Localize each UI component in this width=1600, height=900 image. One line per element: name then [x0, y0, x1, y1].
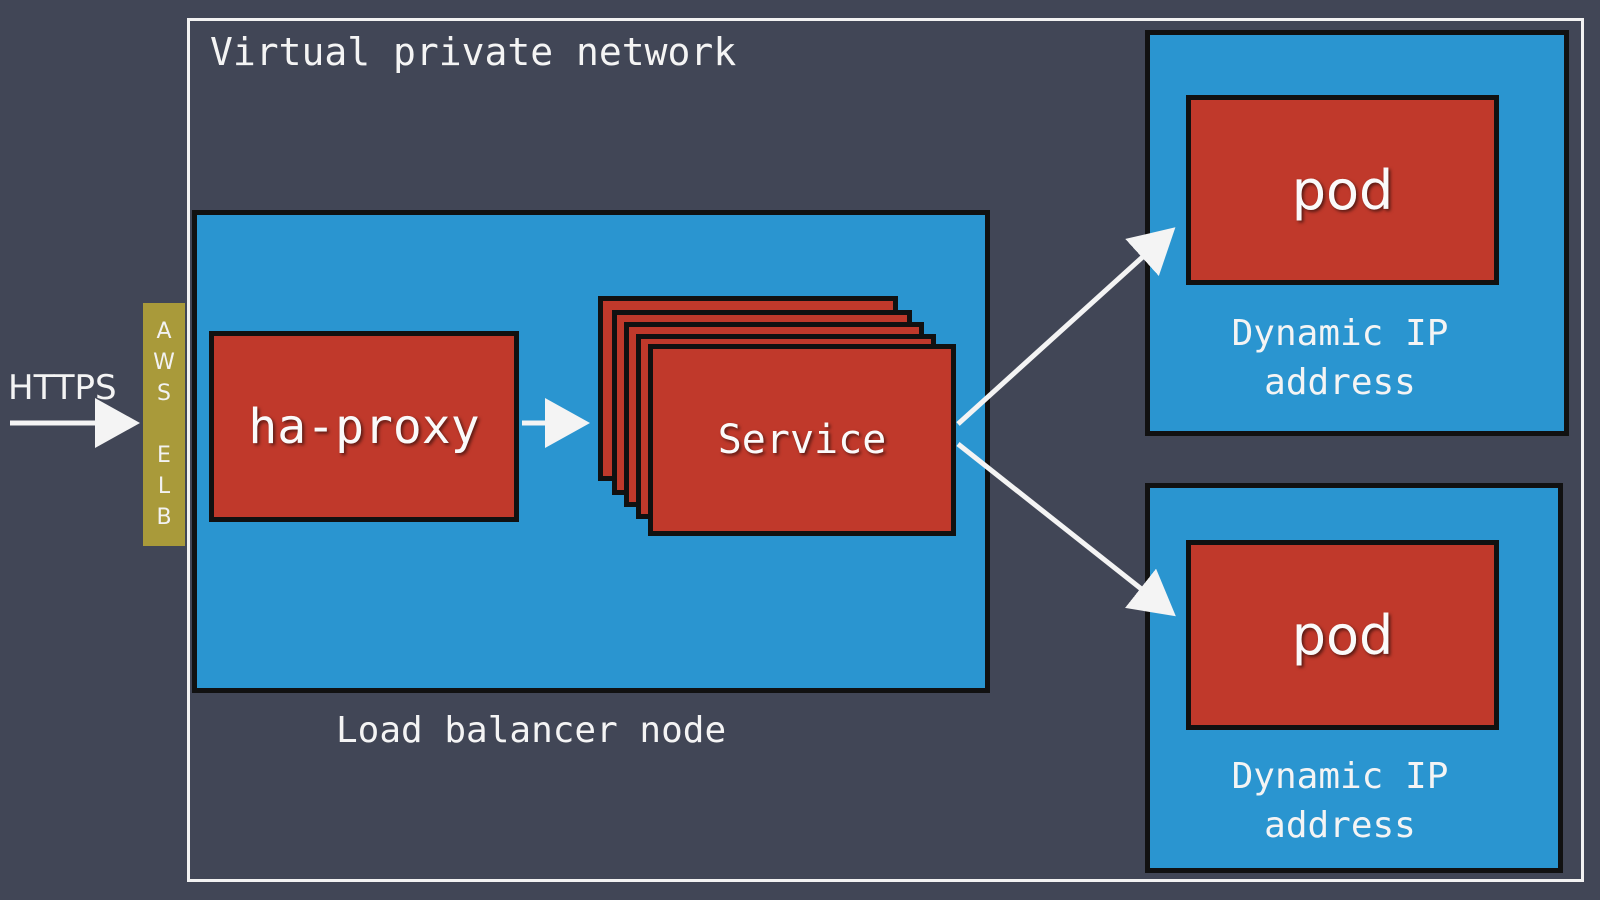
virtual-private-network-title: Virtual private network: [210, 30, 737, 74]
elb-letter: L: [157, 474, 171, 499]
elb-letter: E: [157, 443, 171, 468]
service-label: Service: [717, 417, 887, 463]
virtual-private-network-frame: [187, 18, 1584, 882]
load-balancer-node-caption: Load balancer node: [336, 710, 727, 751]
dynamic-ip-label-1: Dynamic IP address: [1170, 309, 1510, 407]
aws-elb-bar: A W S E L B: [143, 303, 185, 546]
service-to-pod-1-arrow: [956, 227, 1176, 426]
dynamic-ip-line2-1: address: [1264, 362, 1416, 403]
ha-proxy-label: ha-proxy: [248, 398, 480, 455]
elb-letter: S: [157, 381, 171, 406]
dynamic-ip-line1-2: Dynamic IP: [1231, 756, 1449, 797]
ha-proxy-box: ha-proxy: [209, 331, 519, 522]
pod-box-2: pod: [1186, 540, 1499, 730]
dynamic-ip-line2-2: address: [1264, 805, 1416, 846]
elb-letter: A: [156, 319, 172, 344]
service-to-pod-2-arrow: [956, 442, 1176, 617]
service-box: Service: [648, 344, 956, 536]
elb-letter: W: [153, 350, 175, 375]
dynamic-ip-label-2: Dynamic IP address: [1170, 752, 1510, 850]
dynamic-ip-line1-1: Dynamic IP: [1231, 313, 1449, 354]
elb-letter: B: [156, 505, 172, 530]
pod-label-1: pod: [1291, 158, 1394, 222]
pod-label-2: pod: [1291, 603, 1394, 667]
pod-box-1: pod: [1186, 95, 1499, 285]
